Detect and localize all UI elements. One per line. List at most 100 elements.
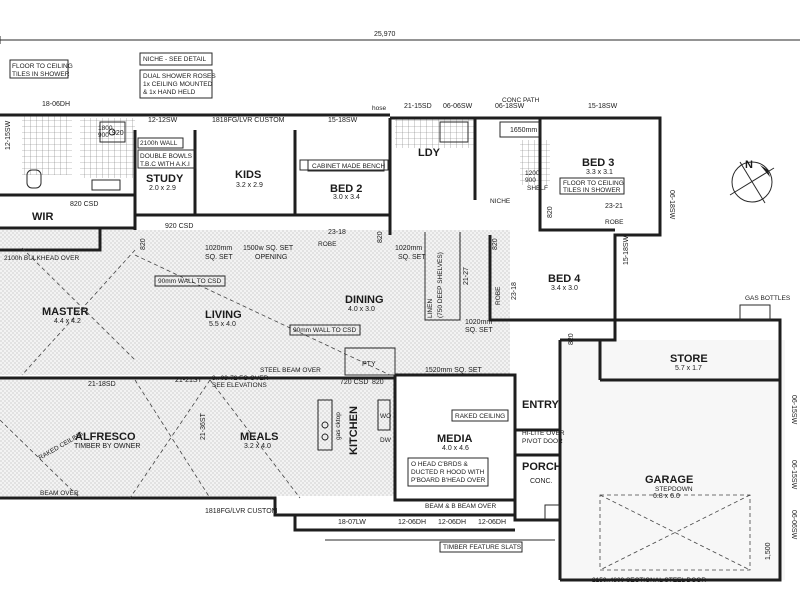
- room-name: MEALS: [240, 431, 279, 443]
- north-arrow: N: [729, 159, 775, 204]
- window-code: 18-07LW: [338, 519, 366, 526]
- door-code: 820: [547, 206, 554, 218]
- window-code: 23-21: [605, 203, 623, 210]
- window-code: 06-06SW: [790, 510, 797, 540]
- window-code: 06-15SW: [790, 460, 797, 490]
- callout-text: 90mm WALL TO CSD: [158, 278, 222, 285]
- callout-text: 2100h BULKHEAD OVER: [4, 255, 79, 262]
- set-down: 1520mm SQ. SET: [425, 367, 483, 374]
- window-code: 06-18SW: [668, 190, 675, 220]
- room-name: STUDY: [146, 173, 184, 185]
- window-code: 12-06DH: [478, 519, 506, 526]
- room-name: BED 2: [330, 183, 362, 195]
- set-down: 1500w SQ. SET: [243, 245, 294, 252]
- door-code: 920: [112, 130, 124, 137]
- room-name: WIR: [32, 211, 53, 223]
- callout-text: (750 DEEP SHELVES): [437, 252, 444, 318]
- window-code: 12-06DH: [438, 519, 466, 526]
- callout-text: 1x CEILING MOUNTED: [143, 81, 213, 88]
- room-size: 2.0 x 2.9: [149, 185, 176, 192]
- callout-text: SEE ELEVATIONS: [212, 382, 267, 389]
- callout-text: DOUBLE BOWLS: [140, 153, 193, 160]
- callout-text: DUAL SHOWER ROSES: [143, 73, 216, 80]
- window-code: 15-18SW: [588, 103, 618, 110]
- window-code: 21-36ST: [200, 412, 207, 440]
- room-name: BED 4: [548, 273, 581, 285]
- door-codes: 820 CSD 920 CSD 820 820 820 820 820 920 …: [70, 130, 575, 386]
- door-code: 1020mm: [465, 319, 492, 326]
- window-code: 18-06DH: [42, 101, 70, 108]
- walls: [0, 113, 782, 582]
- room-name: LIVING: [205, 309, 242, 321]
- callout-text: & 1x HAND HELD: [143, 89, 196, 96]
- callout-text: 90mm WALL TO CSD: [293, 327, 357, 334]
- callout-text: NICHE: [490, 198, 511, 205]
- room-size: 3.3 x 3.1: [586, 169, 613, 176]
- window-code: 15-18SW: [623, 235, 630, 265]
- room-labels: KIDS 3.2 x 2.9 STUDY 2.0 x 2.9 BED 2 3.0…: [32, 147, 708, 500]
- door-code: 820: [568, 333, 575, 345]
- window-code: 12-15SW: [5, 120, 12, 150]
- callout-text: SHELF: [527, 185, 548, 192]
- room-name: STORE: [670, 353, 708, 365]
- set-down: OPENING: [255, 254, 287, 261]
- room-name: MASTER: [42, 306, 89, 318]
- callout-text: P'BOARD B'HEAD OVER: [411, 477, 486, 484]
- window-code: 06-18SW: [495, 103, 525, 110]
- window-code: 23-18: [511, 282, 518, 300]
- callout-text: O HEAD C'BRDS &: [411, 461, 469, 468]
- callout-text: T.B.C WITH A.K.I: [140, 161, 190, 168]
- shower-dim: 900: [98, 132, 109, 139]
- door-code: 1020mm: [205, 245, 232, 252]
- bath-length: 1650mm: [510, 127, 537, 134]
- cooktop: gas cktop: [335, 412, 342, 440]
- dishwasher: DW: [380, 437, 392, 444]
- window-code: 21-21ST: [175, 377, 203, 384]
- room-size: 5.7 x 1.7: [675, 365, 702, 372]
- overall-dimension-text: 25,970: [374, 31, 396, 38]
- callout-text: BEAM & B BEAM OVER: [425, 503, 496, 510]
- callout-text: ROBE: [605, 219, 624, 226]
- window-code: 15-18SW: [328, 117, 358, 124]
- overall-dimension: 25,970: [0, 31, 800, 44]
- set-down: SQ. SET: [398, 254, 426, 261]
- callout-text: CABINET MADE BENCH: [312, 163, 386, 170]
- door-code: 820: [140, 238, 147, 250]
- door-code: 820: [372, 379, 384, 386]
- room-name: KIDS: [235, 169, 261, 181]
- callout-text: NICHE - SEE DETAIL: [143, 56, 206, 63]
- callout-text: ROBE: [495, 286, 502, 305]
- door-code: 820 CSD: [70, 201, 98, 208]
- callout-text: FLOOR TO CEILING: [12, 63, 73, 70]
- window-codes: 18-06DH 12-15SW 12-12SW 1818FG/LVR CUSTO…: [5, 101, 797, 540]
- window-code: 12-06DH: [398, 519, 426, 526]
- door-code: 1020mm: [395, 245, 422, 252]
- shower-dim: 1200: [525, 170, 540, 177]
- garage-dimension: 1,500: [765, 542, 772, 560]
- door-code: 720 CSD: [340, 379, 368, 386]
- window-code: 1818FG/LVR CUSTOM: [212, 117, 285, 124]
- room-size: 3.4 x 3.0: [551, 285, 578, 292]
- callout-text: TILES IN SHOWER: [12, 71, 70, 78]
- window-code: 21-27: [463, 267, 470, 285]
- callout-text: RAKED CEILING: [455, 413, 505, 420]
- room-name: MEDIA: [437, 433, 473, 445]
- room-name: PORCH: [522, 461, 562, 473]
- window-code: 23-18: [328, 229, 346, 236]
- room-size: 4.4 x 4.2: [54, 318, 81, 325]
- fixture-labels: 1650mm 1800 900 1200 900 1,500 WO DW gas…: [98, 125, 772, 560]
- window-code: 06-15SW: [790, 395, 797, 425]
- door-code: 920 CSD: [165, 223, 193, 230]
- callout-text: 3x 03-72 FO OVER: [212, 375, 269, 382]
- callout-text: FLOOR TO CEILING: [563, 180, 624, 187]
- room-size: 4.0 x 4.6: [442, 445, 469, 452]
- door-code: 820: [377, 231, 384, 243]
- callout-text: BEAM OVER: [40, 490, 79, 497]
- room-name: ENTRY: [522, 399, 560, 411]
- room-size: 3.2 x 2.9: [236, 182, 263, 189]
- room-size: 6.8 x 6.0: [653, 493, 680, 500]
- room-size: 5.5 x 4.0: [209, 321, 236, 328]
- room-name: BED 3: [582, 157, 614, 169]
- callout-text: CONC PATH: [502, 97, 540, 104]
